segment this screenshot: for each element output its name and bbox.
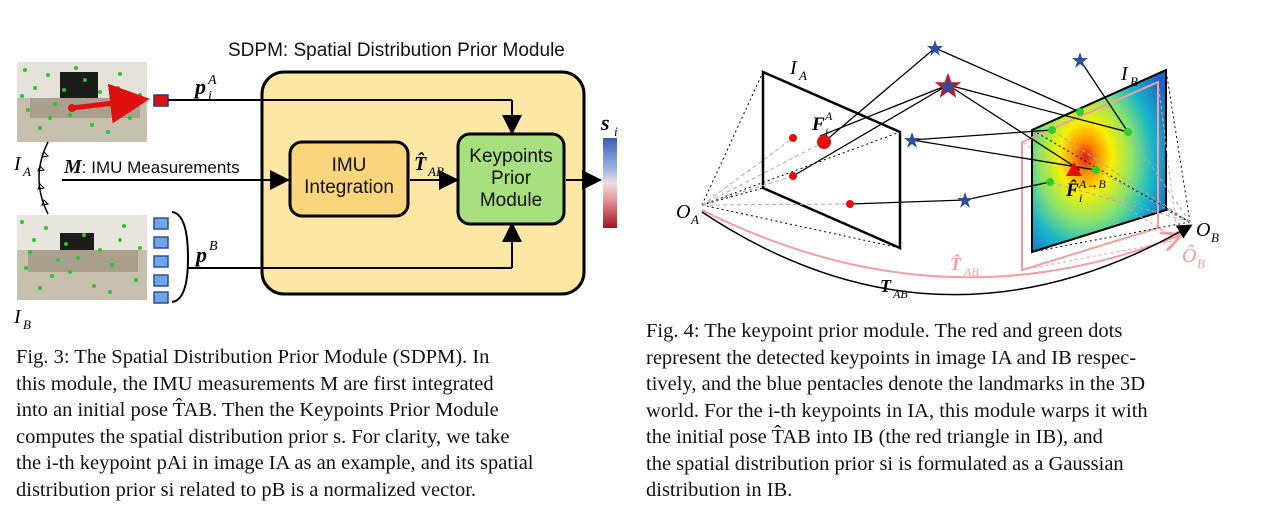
svg-text:B: B	[209, 239, 218, 254]
figure-3-diagram: p i A p B T̂ AB s i I A I B	[13, 62, 618, 332]
svg-text:p: p	[194, 242, 207, 267]
svg-text:I: I	[1120, 63, 1129, 85]
keypoints-prior-box	[456, 132, 566, 226]
svg-text:B: B	[1130, 74, 1138, 89]
keypoint-a-cube	[153, 94, 169, 107]
svg-text:A: A	[824, 109, 833, 123]
svg-text:T̂: T̂	[950, 254, 962, 274]
svg-text:I: I	[789, 57, 798, 79]
module-title: SDPM: Spatial Distribution Prior Module	[228, 40, 565, 61]
svg-text:A: A	[22, 164, 31, 179]
svg-text:F: F	[811, 114, 825, 135]
image-b-plane	[1031, 68, 1167, 254]
svg-text:Ô: Ô	[1182, 243, 1196, 267]
keypoints-prior-label: Keypoints Prior Module	[469, 146, 553, 211]
svg-text:O: O	[676, 201, 690, 223]
svg-text:AB: AB	[427, 164, 444, 179]
svg-text:i: i	[825, 125, 828, 139]
image-a-plane	[761, 70, 902, 250]
svg-text:I: I	[13, 306, 22, 328]
keypoint-b-cubes	[153, 217, 169, 304]
fig3-caption: Fig. 3: The Spatial Distribution Prior M…	[16, 346, 534, 501]
svg-text:B: B	[1197, 256, 1205, 271]
svg-text:p: p	[193, 74, 206, 99]
svg-text:AB: AB	[963, 265, 979, 279]
svg-text:B: B	[1211, 230, 1219, 245]
svg-text:A: A	[798, 68, 807, 83]
figure-3: p i A p B T̂ AB s i I A I B SDPM: Spatia…	[0, 0, 640, 332]
svg-text:O: O	[1196, 219, 1210, 241]
svg-text:A→B: A→B	[1078, 177, 1106, 191]
imu-integration-box	[288, 140, 410, 218]
svg-text:A: A	[690, 212, 699, 227]
svg-text:AB: AB	[892, 287, 908, 301]
svg-text:T̂: T̂	[414, 151, 427, 175]
svg-text:i: i	[208, 89, 212, 104]
svg-text:F̂: F̂	[1065, 180, 1079, 201]
svg-text:A: A	[207, 73, 217, 88]
svg-text:s: s	[600, 110, 610, 135]
fig4-caption: Fig. 4: The keypoint prior module. The r…	[646, 320, 1148, 501]
prior-vector-bar	[603, 138, 617, 228]
svg-text:I: I	[13, 153, 22, 175]
svg-text:T: T	[880, 276, 892, 296]
svg-text:i: i	[614, 124, 618, 139]
svg-text:B: B	[23, 317, 31, 330]
imu-integration-label: IMU Integration	[304, 155, 394, 198]
imu-measurements-label: M: IMU Measurements	[64, 156, 240, 178]
svg-text:i: i	[1079, 191, 1082, 205]
